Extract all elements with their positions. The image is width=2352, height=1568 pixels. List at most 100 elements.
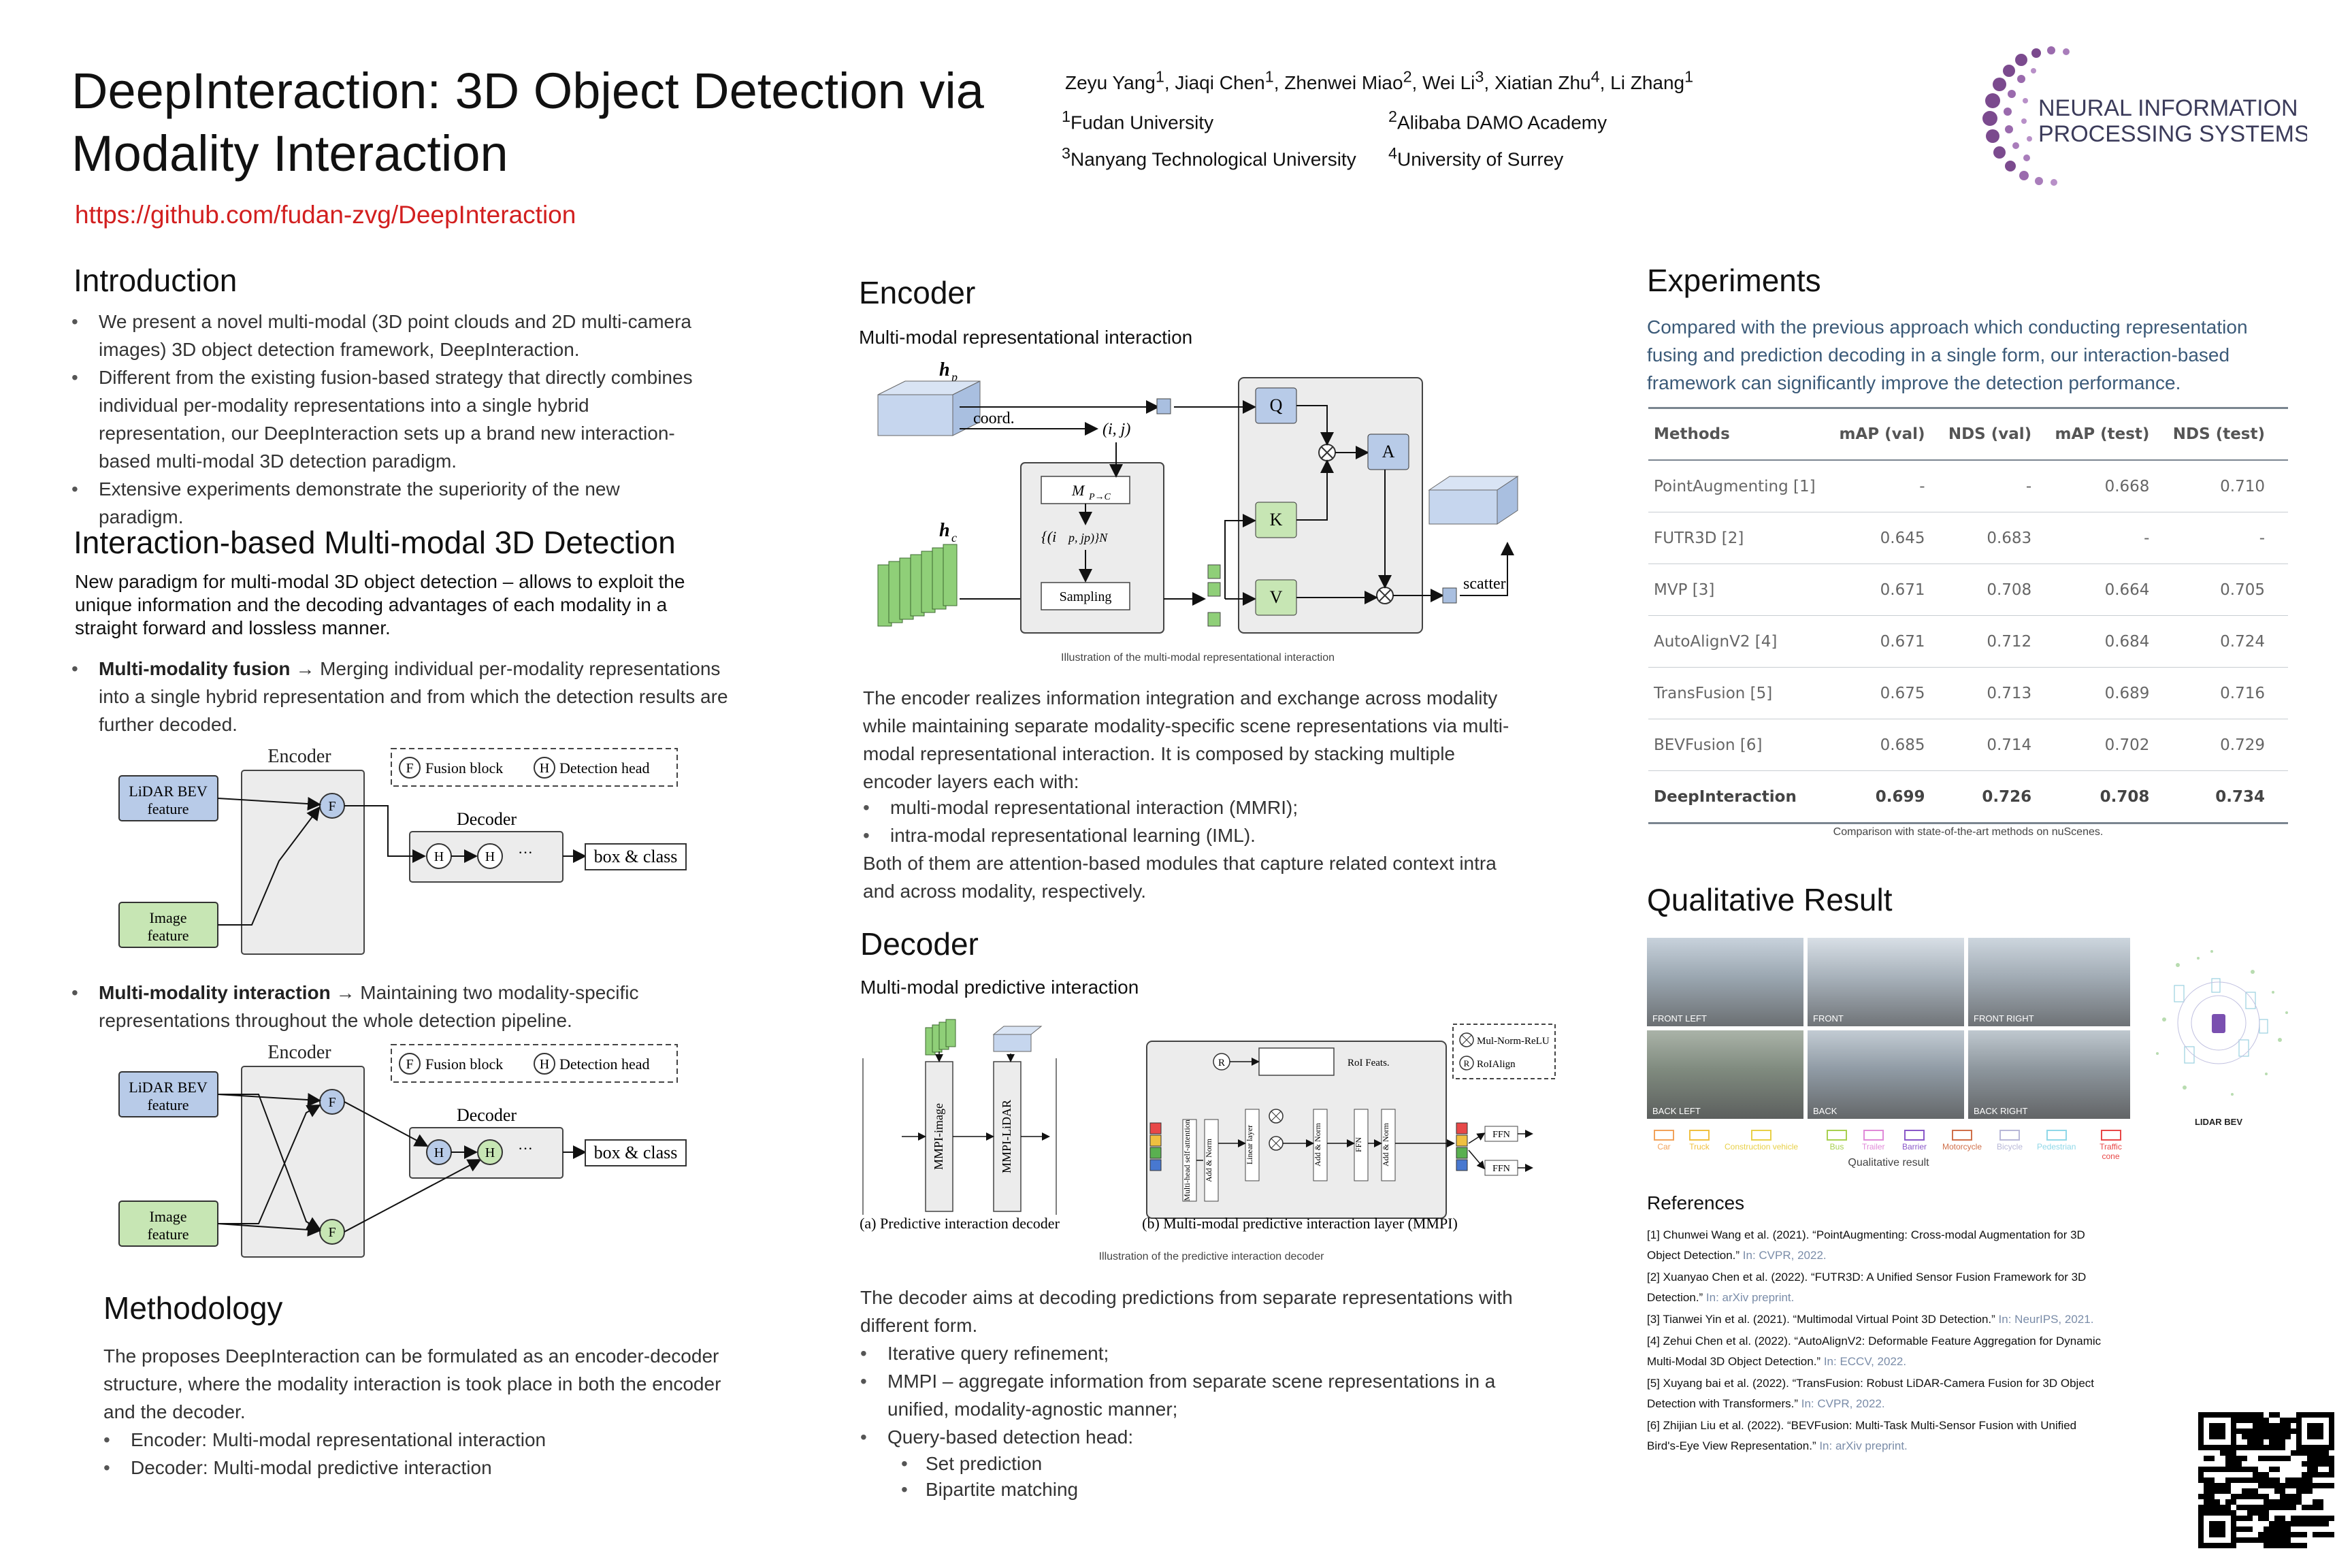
- svg-text:Image: Image: [150, 909, 187, 926]
- svg-text:(a) Predictive interaction dec: (a) Predictive interaction decoder: [860, 1215, 1060, 1232]
- output-tensor: [1428, 489, 1498, 525]
- legend-entry: Traffic cone: [2091, 1130, 2130, 1161]
- decoder-bullet: MMPI – aggregate information from separa…: [860, 1367, 1514, 1423]
- camera-grid: FRONT LEFT FRONT FRONT RIGHT BACK LEFT B…: [1647, 938, 2130, 1120]
- affiliation: 2Alibaba DAMO Academy: [1388, 108, 1607, 133]
- decoder-bullet: Iterative query refinement;: [860, 1339, 1514, 1367]
- legend-box: [391, 1044, 678, 1083]
- fusion-title: Multi-modality fusion: [99, 658, 291, 679]
- svg-text:F: F: [406, 761, 413, 776]
- svg-text:MMPI-image: MMPI-image: [932, 1103, 945, 1170]
- table-header: mAP (test): [2055, 407, 2173, 461]
- method-text: The proposes DeepInteraction can be form…: [103, 1345, 721, 1422]
- svg-text:H: H: [485, 1145, 495, 1160]
- svg-text:Image: Image: [150, 1208, 187, 1225]
- decoder-subheading: Multi-modal predictive interaction: [860, 977, 1139, 998]
- svg-text:{(i: {(i: [1041, 528, 1056, 545]
- neurips-logo-mark: NEURAL INFORMATION PROCESSING SYSTEMS: [1982, 46, 2310, 186]
- intro-bullet: Different from the existing fusion-based…: [71, 363, 698, 475]
- decoder-text: The decoder aims at decoding predictions…: [860, 1287, 1513, 1336]
- legend-swatch: [2046, 1130, 2067, 1141]
- svg-text:Sampling: Sampling: [1060, 589, 1112, 604]
- svg-text:Q: Q: [1270, 395, 1283, 415]
- svg-text:box & class: box & class: [594, 847, 678, 866]
- legend-label: Car: [1657, 1142, 1671, 1152]
- svg-text:Linear layer: Linear layer: [1245, 1125, 1254, 1164]
- svg-text:LiDAR BEV: LiDAR BEV: [129, 1079, 208, 1096]
- legend-entry: Pedestrian: [2037, 1130, 2076, 1152]
- svg-text:A: A: [1382, 442, 1395, 461]
- legend-entry: Trailer: [1862, 1130, 1885, 1152]
- legend-swatch: [1863, 1130, 1884, 1141]
- table-header: Methods: [1648, 407, 1840, 461]
- detection-head: [477, 843, 503, 869]
- legend-swatch: [1751, 1130, 1772, 1141]
- hp-tensor: [877, 394, 953, 436]
- svg-text:H: H: [434, 1145, 444, 1160]
- table-header: NDS (val): [1948, 407, 2055, 461]
- svg-text:···: ···: [518, 844, 533, 861]
- references-heading: References: [1647, 1192, 1745, 1213]
- legend-swatch: [1827, 1130, 1847, 1141]
- fusion-legend-icon: [399, 1053, 421, 1075]
- intro-bullet: Extensive experiments demonstrate the su…: [71, 475, 698, 531]
- author: Xiatian Zhu4,: [1494, 68, 1611, 94]
- svg-text:Fusion block: Fusion block: [425, 1056, 503, 1073]
- camera-image: FRONT: [1808, 938, 1964, 1026]
- results-table: Methods mAP (val) NDS (val) mAP (test) N…: [1648, 407, 2288, 824]
- qualitative-heading: Qualitative Result: [1647, 882, 1893, 917]
- svg-text:h: h: [939, 520, 950, 541]
- svg-text:FFN: FFN: [1492, 1130, 1510, 1140]
- experiments-text: Compared with the previous approach whic…: [1647, 316, 2248, 393]
- legend-label: Construction vehicle: [1725, 1142, 1799, 1152]
- legend-label: Truck: [1689, 1142, 1710, 1152]
- legend-swatch: [1904, 1130, 1925, 1141]
- svg-text:scatter: scatter: [1463, 575, 1506, 593]
- encoder-text2: Both of them are attention-based modules…: [863, 853, 1497, 902]
- reference-item: [2] Xuanyao Chen et al. (2022). “FUTR3D:…: [1647, 1271, 2087, 1304]
- decoder-sub-bullet: Bipartite matching: [901, 1477, 1514, 1503]
- experiments-heading: Experiments: [1647, 263, 1821, 298]
- svg-text:feature: feature: [147, 1096, 189, 1113]
- qr-code[interactable]: [2198, 1412, 2334, 1548]
- detection-head: [477, 1139, 503, 1165]
- affiliation: 1Fudan University: [1062, 108, 1214, 133]
- svg-text:feature: feature: [147, 800, 189, 817]
- decoder-sub-bullet: Set prediction: [901, 1451, 1514, 1477]
- reference-item: [4] Zehui Chen et al. (2022). “AutoAlign…: [1647, 1335, 2102, 1368]
- svg-text:Detection head: Detection head: [559, 760, 650, 777]
- qualitative-caption: Qualitative result: [1848, 1157, 1929, 1169]
- mmpi-layer: [1146, 1041, 1447, 1219]
- encoder-subheading: Multi-modal representational interaction: [859, 327, 1193, 348]
- legend-entry: Construction vehicle: [1725, 1130, 1798, 1152]
- decoder-list: Iterative query refinement; MMPI – aggre…: [860, 1339, 1514, 1503]
- encoder-list: multi-modal representational interaction…: [863, 794, 1516, 849]
- decoder-caption: Illustration of the predictive interacti…: [1098, 1251, 1324, 1262]
- intro-heading: Introduction: [74, 263, 238, 298]
- svg-text:F: F: [328, 1225, 336, 1240]
- github-link[interactable]: https://github.com/fudan-zvg/DeepInterac…: [75, 201, 576, 229]
- svg-text:F: F: [328, 1095, 336, 1110]
- svg-text:K: K: [1270, 510, 1283, 529]
- table-header: mAP (val): [1839, 407, 1948, 461]
- svg-text:PROCESSING SYSTEMS: PROCESSING SYSTEMS: [2038, 121, 2307, 147]
- legend-label: Bus: [1829, 1142, 1844, 1152]
- interaction-text: → Maintaining two modality-specific repr…: [99, 982, 639, 1031]
- head-legend-icon: [534, 757, 555, 779]
- svg-text:coord.: coord.: [973, 410, 1015, 427]
- reference-item: [3] Tianwei Yin et al. (2021). “Multimod…: [1647, 1313, 2094, 1326]
- svg-text:c: c: [951, 531, 957, 544]
- interaction-lead: New paradigm for multi-modal 3D object d…: [75, 571, 685, 638]
- encoder-heading: Encoder: [859, 275, 976, 310]
- legend-swatch: [2100, 1130, 2121, 1141]
- fusion-diagram: Encoder F Fusion block H Detection head …: [118, 746, 687, 955]
- neurips-logo: NEURAL INFORMATION PROCESSING SYSTEMS: [1967, 41, 2310, 197]
- decoder-bullet: Query-based detection head:: [860, 1423, 1514, 1451]
